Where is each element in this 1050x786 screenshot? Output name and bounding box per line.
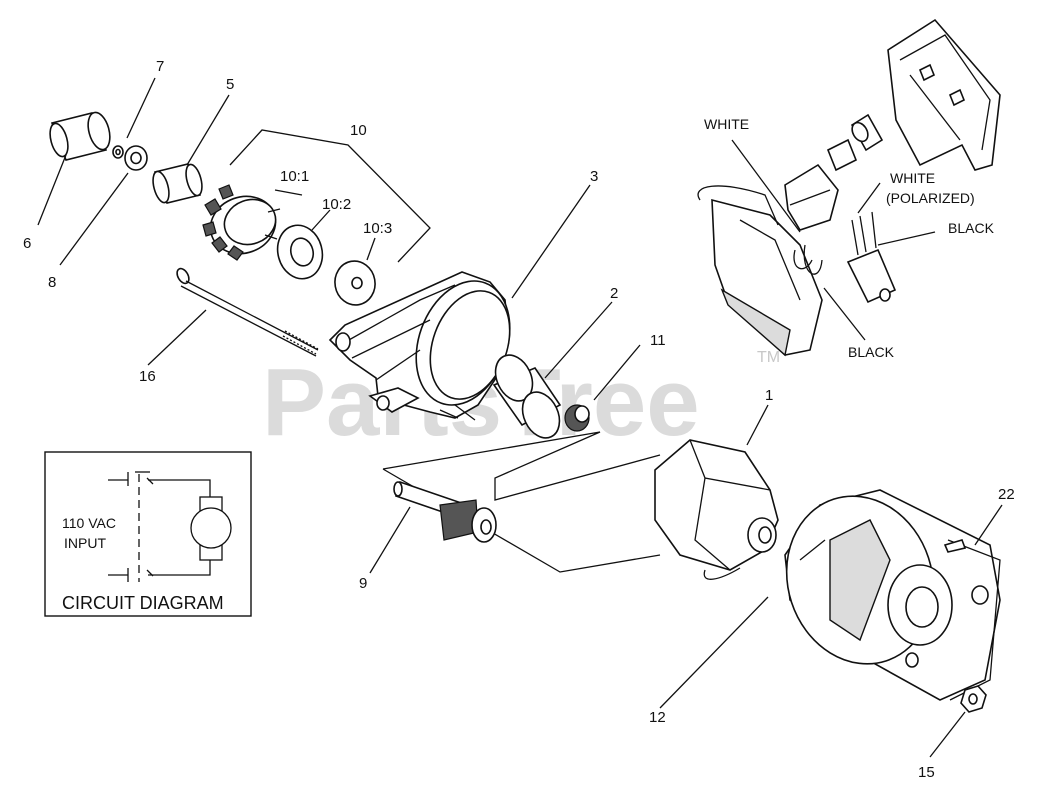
wire-label-polarized: (POLARIZED) <box>886 190 975 206</box>
part-3-housing[interactable] <box>328 268 526 421</box>
wire-label-black-housing: BLACK <box>848 344 895 360</box>
wire-label-white: WHITE <box>704 116 749 132</box>
part-7-washer[interactable] <box>112 145 124 159</box>
callout-12: 12 <box>649 709 666 726</box>
part-2-bushing[interactable] <box>488 349 566 444</box>
part-12-motor[interactable] <box>765 477 1001 701</box>
part-1-gear-head[interactable] <box>654 439 779 580</box>
circuit-input-voltage: 110 VAC <box>62 515 116 531</box>
circuit-diagram-title: CIRCUIT DIAGRAM <box>62 593 224 613</box>
callout-2: 2 <box>610 285 618 302</box>
callout-1: 1 <box>765 387 773 404</box>
callout-8: 8 <box>48 274 56 291</box>
part-8-nut[interactable] <box>124 145 148 171</box>
wire-label-black-plug: BLACK <box>948 220 995 236</box>
circuit-input-label: INPUT <box>64 535 106 551</box>
part-6-cap[interactable] <box>47 110 114 161</box>
callout-10-2: 10:2 <box>322 196 351 213</box>
callout-labels: 7 5 10 10:1 10:2 10:3 6 8 16 3 2 11 1 9 … <box>23 58 1015 781</box>
callout-3: 3 <box>590 168 598 185</box>
callout-10-1: 10:1 <box>280 168 309 185</box>
part-5-sleeve[interactable] <box>150 163 205 205</box>
callout-5: 5 <box>226 76 234 93</box>
callout-7: 7 <box>156 58 164 75</box>
callout-9: 9 <box>359 575 367 592</box>
callout-6: 6 <box>23 235 31 252</box>
wire-label-white-polarized: WHITE <box>890 170 935 186</box>
callout-11: 11 <box>650 332 666 349</box>
callout-22: 22 <box>998 486 1015 503</box>
part-15-nut[interactable] <box>960 685 987 713</box>
callout-15: 15 <box>918 764 935 781</box>
part-10-1-gear[interactable] <box>202 184 283 263</box>
callout-10: 10 <box>350 122 367 139</box>
part-10-2-washer[interactable] <box>272 220 328 284</box>
wire-labels: WHITE WHITE (POLARIZED) BLACK BLACK <box>704 116 995 360</box>
callout-10-3: 10:3 <box>363 220 392 237</box>
watermark-trademark: TM <box>757 349 780 366</box>
part-10-3-washer[interactable] <box>331 258 378 308</box>
callout-16: 16 <box>139 368 156 385</box>
circuit-diagram-inset: 110 VAC INPUT CIRCUIT DIAGRAM <box>44 451 252 617</box>
switch-plug-assembly[interactable] <box>697 18 1001 357</box>
part-9-shaft[interactable] <box>382 431 661 573</box>
leader-lines <box>37 77 1003 758</box>
part-16-bolt[interactable] <box>175 267 319 357</box>
part-11-bearing[interactable] <box>564 404 590 432</box>
